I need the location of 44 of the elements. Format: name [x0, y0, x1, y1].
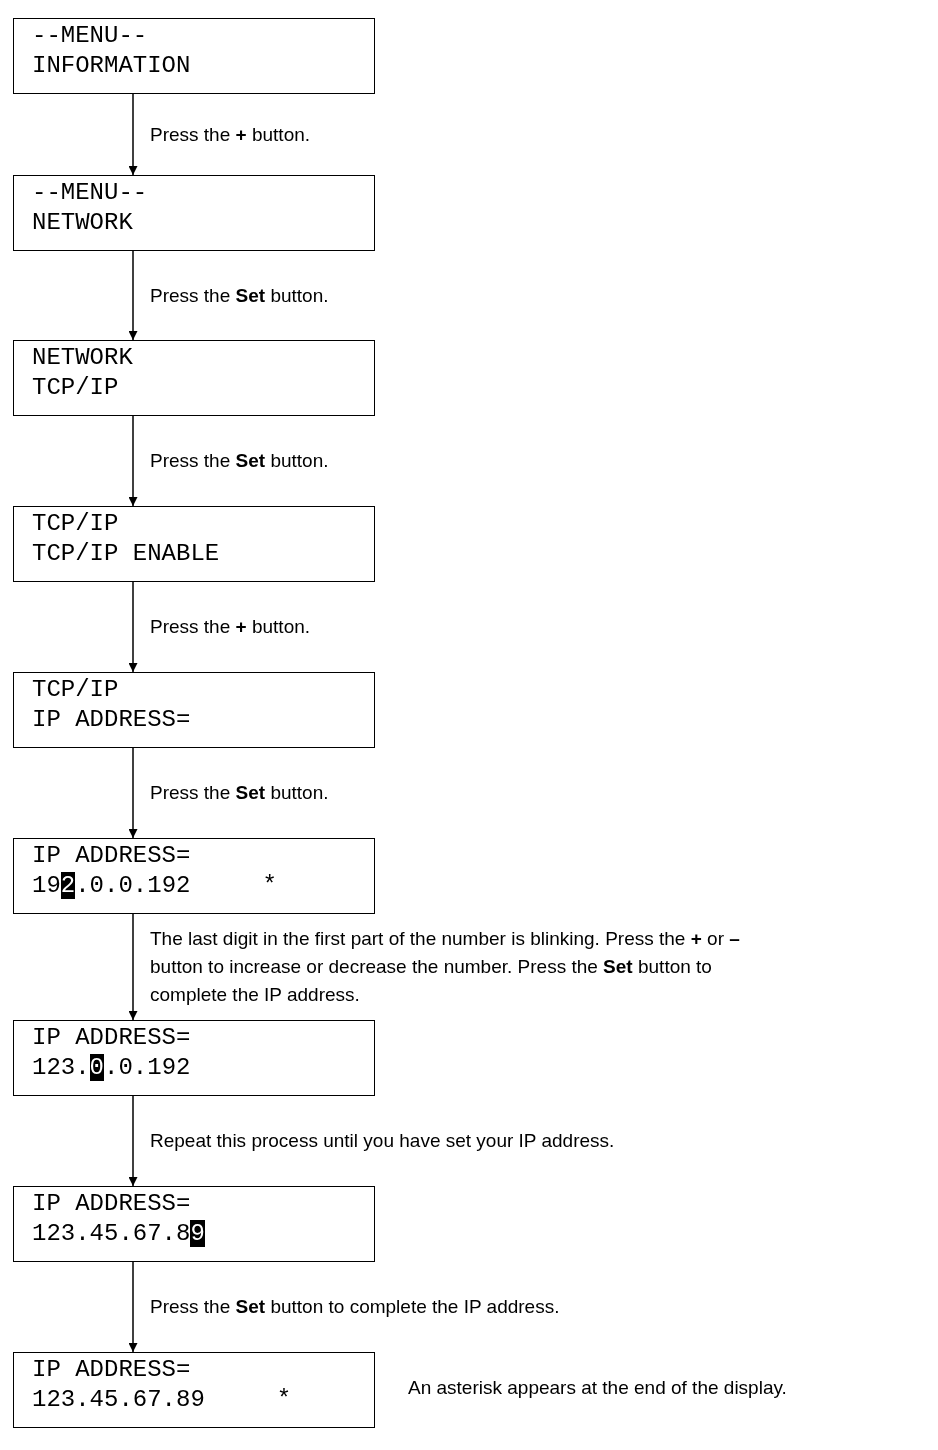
display-text: INFORMATION: [32, 51, 192, 81]
display-text: TCP/IP ENABLE: [32, 539, 221, 569]
edge-label: Press the Set button to complete the IP address.: [150, 1295, 561, 1319]
display-text: --MENU--: [32, 178, 149, 208]
display-text: TCP/IP: [32, 675, 120, 705]
display-box: [13, 340, 375, 416]
display-text: NETWORK: [32, 208, 134, 238]
display-box: [13, 18, 375, 94]
display-text: 123.45.67.89 *: [32, 1385, 293, 1415]
arrow: [128, 581, 138, 673]
display-text: 123.0.0.192: [32, 1053, 192, 1083]
edge-label: Press the Set button.: [150, 781, 330, 805]
arrow: [128, 913, 138, 1021]
display-box: [13, 1020, 375, 1096]
edge-label: Press the Set button.: [150, 449, 330, 473]
display-text: IP ADDRESS=: [32, 841, 192, 871]
display-box: [13, 1352, 375, 1428]
display-text: TCP/IP: [32, 509, 120, 539]
display-text: 192.0.0.192 *: [32, 871, 278, 901]
display-text: TCP/IP: [32, 373, 120, 403]
arrow: [128, 250, 138, 341]
note-text: An asterisk appears at the end of the display.: [408, 1376, 788, 1400]
arrow: [128, 747, 138, 839]
edge-label: Press the + button.: [150, 123, 312, 147]
arrow: [128, 415, 138, 507]
display-box: [13, 175, 375, 251]
display-box: [13, 838, 375, 914]
display-text: NETWORK: [32, 343, 134, 373]
edge-label: The last digit in the first part of the number is blinking. Press the + or – button to increase or decrease the number. Press the Set button to complete the IP address.: [150, 927, 741, 1007]
display-text: IP ADDRESS=: [32, 1355, 192, 1385]
display-text: IP ADDRESS=: [32, 705, 192, 735]
arrow: [128, 1261, 138, 1353]
arrow: [128, 1095, 138, 1187]
edge-label: Press the Set button.: [150, 284, 330, 308]
display-box: [13, 1186, 375, 1262]
display-text: --MENU--: [32, 21, 149, 51]
display-text: IP ADDRESS=: [32, 1189, 192, 1219]
edge-label: Repeat this process until you have set your IP address.: [150, 1129, 616, 1153]
display-box: [13, 506, 375, 582]
display-box: [13, 672, 375, 748]
arrow: [128, 93, 138, 176]
display-text: IP ADDRESS=: [32, 1023, 192, 1053]
display-text: 123.45.67.89: [32, 1219, 206, 1249]
edge-label: Press the + button.: [150, 615, 312, 639]
